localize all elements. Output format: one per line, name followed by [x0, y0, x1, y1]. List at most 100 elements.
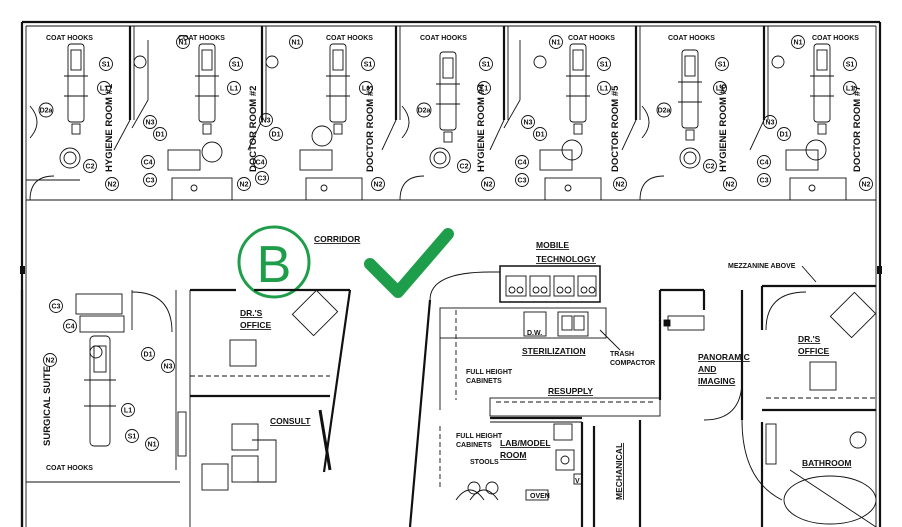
- stools-label: STOOLS: [470, 459, 499, 466]
- mezzanine-label: MEZZANINE ABOVE: [728, 263, 796, 270]
- tag-d2a: D2a: [38, 102, 54, 118]
- svg-text:L1: L1: [846, 86, 854, 93]
- room-label-7: DOCTOR ROOM #7: [852, 86, 863, 172]
- coat-hooks-label: COAT HOOKS: [420, 35, 467, 42]
- consult-label: CONSULT: [270, 416, 311, 426]
- coat-hooks-labels: COAT HOOKS COAT HOOKS COAT HOOKS COAT HO…: [46, 35, 859, 472]
- room-label-3: DOCTOR ROOM #3: [365, 86, 376, 172]
- sterilization-label: STERILIZATION: [522, 346, 586, 356]
- svg-text:L1: L1: [230, 86, 238, 93]
- svg-text:D1: D1: [144, 352, 153, 359]
- tag-l1: L1: [97, 81, 111, 95]
- drs-office-label: OFFICE: [240, 320, 271, 330]
- outer-walls: [20, 20, 882, 527]
- mobile-technology-label: TECHNOLOGY: [536, 254, 596, 264]
- trash-compactor-label: COMPACTOR: [610, 360, 655, 367]
- svg-text:L1: L1: [362, 86, 370, 93]
- svg-text:L1: L1: [600, 86, 608, 93]
- coat-hooks-label: COAT HOOKS: [46, 465, 93, 472]
- svg-text:C2: C2: [460, 164, 469, 171]
- bathroom-label: BATHROOM: [802, 458, 851, 468]
- drs-office-right-label: OFFICE: [798, 346, 829, 356]
- room-label-4: HYGIENE ROOM #4: [476, 83, 487, 172]
- svg-text:D2a: D2a: [658, 108, 671, 115]
- tag-c3: C3: [143, 173, 157, 187]
- svg-text:C4: C4: [518, 160, 527, 167]
- tag-d1: D1: [153, 127, 167, 141]
- resupply-label: RESUPPLY: [548, 386, 593, 396]
- svg-text:S1: S1: [128, 434, 137, 441]
- svg-text:L1: L1: [100, 86, 108, 93]
- surgical-tags: C3 C4 D1 N2 N3 L1 S1 N1: [43, 299, 175, 451]
- svg-text:N3: N3: [262, 118, 271, 125]
- svg-text:S1: S1: [718, 62, 727, 69]
- panoramic-label: PANORAMIC: [698, 352, 750, 362]
- full-height-cabinets-label: FULL HEIGHT: [466, 369, 513, 376]
- svg-text:C4: C4: [144, 160, 153, 167]
- checkmark-icon: [364, 228, 454, 298]
- svg-text:N2: N2: [726, 182, 735, 189]
- svg-text:N3: N3: [524, 120, 533, 127]
- svg-text:B: B: [257, 236, 292, 294]
- svg-text:N2: N2: [108, 182, 117, 189]
- bathroom: [741, 419, 877, 527]
- full-height-cabinets-label: FULL HEIGHT: [456, 433, 503, 440]
- svg-text:S1: S1: [232, 62, 241, 69]
- svg-text:N1: N1: [552, 40, 561, 47]
- mobile-technology-label: MOBILE: [536, 240, 569, 250]
- svg-text:C2: C2: [706, 164, 715, 171]
- full-height-cabinets-label: CABINETS: [456, 442, 492, 449]
- tag-n1: N1: [176, 35, 190, 49]
- tag-c4: C4: [141, 155, 155, 169]
- equipment-tags: S1 L1 N1 N3 C2 N2 D2a D1 C4 C3 S1 L1 N1 …: [38, 35, 873, 191]
- lab-model-label: ROOM: [500, 450, 526, 460]
- svg-text:D1: D1: [156, 132, 165, 139]
- tag-n2: N2: [105, 177, 119, 191]
- svg-text:N3: N3: [146, 120, 155, 127]
- sterilization-area: [408, 265, 621, 527]
- svg-text:D1: D1: [272, 132, 281, 139]
- svg-text:C3: C3: [760, 178, 769, 185]
- svg-text:D2a: D2a: [418, 108, 431, 115]
- resupply-area: [489, 397, 661, 423]
- drs-office-right-label: DR.'S: [798, 334, 821, 344]
- svg-text:N3: N3: [766, 120, 775, 127]
- svg-text:L1: L1: [124, 408, 132, 415]
- svg-text:C3: C3: [146, 178, 155, 185]
- full-height-cabinets-label: CABINETS: [466, 378, 502, 385]
- drs-office-left: [190, 288, 352, 491]
- svg-text:N2: N2: [862, 182, 871, 189]
- panoramic-imaging-room: [658, 288, 744, 421]
- coat-hooks-label: COAT HOOKS: [568, 35, 615, 42]
- lab-model-label: LAB/MODEL: [500, 438, 551, 448]
- svg-text:C4: C4: [760, 160, 769, 167]
- svg-text:C4: C4: [256, 160, 265, 167]
- svg-text:N1: N1: [179, 40, 188, 47]
- room-label-6: HYGIENE ROOM #6: [718, 84, 729, 172]
- svg-text:N1: N1: [148, 442, 157, 449]
- coat-hooks-label: COAT HOOKS: [46, 35, 93, 42]
- svg-text:C3: C3: [258, 176, 267, 183]
- mechanical-label: MECHANICAL: [614, 443, 624, 500]
- surgical-suite-label: SURGICAL SUITE: [42, 366, 53, 446]
- panoramic-label: AND: [698, 364, 716, 374]
- svg-text:N2: N2: [46, 358, 55, 365]
- svg-text:N2: N2: [374, 182, 383, 189]
- dw-label: D.W.: [527, 330, 542, 337]
- trash-compactor-label: TRASH: [610, 351, 634, 358]
- room-label-5: DOCTOR ROOM #5: [610, 85, 621, 172]
- svg-text:S1: S1: [364, 62, 373, 69]
- coat-hooks-label: COAT HOOKS: [812, 35, 859, 42]
- svg-text:C3: C3: [52, 304, 61, 311]
- svg-text:D1: D1: [536, 132, 545, 139]
- svg-text:L1: L1: [480, 86, 488, 93]
- top-room-partitions: [26, 26, 876, 201]
- svg-text:S1: S1: [846, 62, 855, 69]
- coat-hooks-label: COAT HOOKS: [326, 35, 373, 42]
- room-label-2: DOCTOR ROOM #2: [248, 86, 259, 172]
- oven-label: OVEN: [530, 493, 550, 500]
- room-labels: HYGIENE ROOM #1 DOCTOR ROOM #2 DOCTOR RO…: [104, 83, 863, 172]
- svg-text:L1: L1: [716, 86, 724, 93]
- svg-text:C3: C3: [518, 178, 527, 185]
